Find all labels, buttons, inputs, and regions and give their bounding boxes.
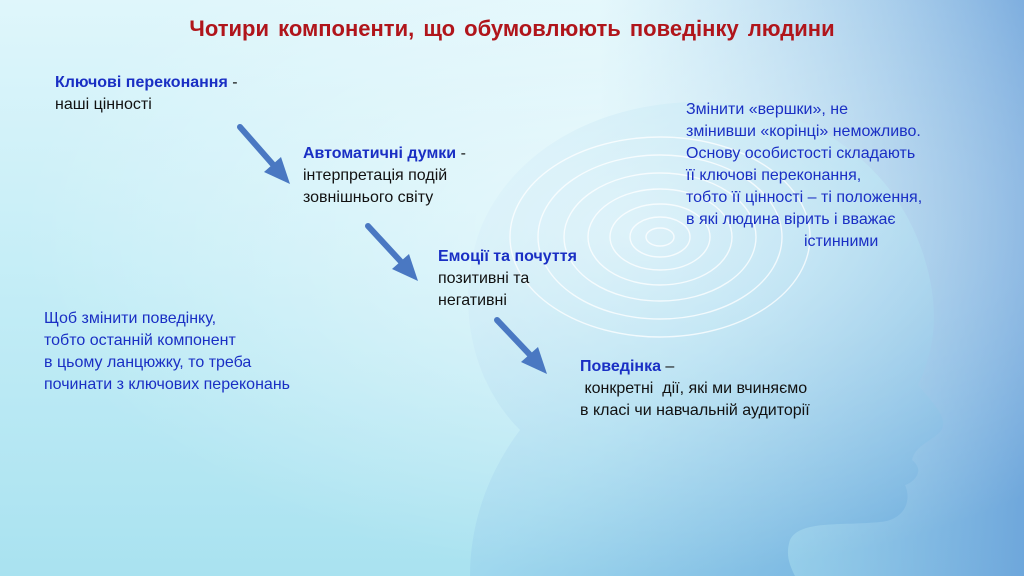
step-desc: наші цінності — [55, 96, 152, 113]
chain-step-key-beliefs: Ключові переконання - наші цінності — [55, 72, 238, 116]
left-note-line: в цьому ланцюжку, то треба — [44, 354, 252, 371]
step-desc: інтерпретація подій — [303, 167, 448, 184]
step-term: Ключові переконання — [55, 74, 228, 91]
right-note-line: Основу особистості складають — [686, 145, 916, 162]
step-term: Поведінка — [580, 358, 661, 375]
step-separator: – — [660, 358, 675, 375]
step-term: Автоматичні думки — [303, 145, 457, 162]
left-note-line: Щоб змінити поведінку, — [44, 310, 217, 327]
right-note-line: змінивши «корінці» неможливо. — [686, 123, 921, 140]
chain-step-behavior: Поведінка – конкретні дії, які ми вчиняє… — [580, 356, 810, 422]
right-note-line: тобто її цінності – ті положення, — [686, 189, 923, 206]
step-desc: негативні — [438, 292, 507, 309]
right-note-line: істинними — [804, 233, 879, 250]
right-note-line: її ключові переконання, — [686, 167, 862, 184]
right-note: Змінити «вершки», не змінивши «корінці» … — [686, 99, 922, 253]
arrow-down-right-icon — [494, 317, 547, 374]
arrow-down-right-icon — [237, 124, 290, 184]
right-note-line: в які людина вірить і вважає — [686, 211, 896, 228]
step-desc: позитивні та — [438, 270, 530, 287]
chain-step-automatic-thoughts: Автоматичні думки - інтерпретація подій … — [303, 143, 466, 209]
left-note: Щоб змінити поведінку, тобто останній ко… — [44, 308, 290, 396]
step-term: Емоції та почуття — [438, 248, 577, 265]
step-separator: - — [456, 145, 466, 162]
concentric-rings-icon — [509, 136, 811, 338]
chain-step-emotions: Емоції та почуття позитивні та негативні — [438, 246, 577, 312]
left-note-line: тобто останній компонент — [44, 332, 236, 349]
left-note-line: починати з ключових переконань — [44, 376, 290, 393]
step-desc: конкретні дії, які ми вчиняємо — [580, 380, 808, 397]
step-separator: - — [227, 74, 238, 91]
page-title: Чотири компоненти, що обумовлюють поведі… — [189, 16, 835, 41]
step-desc: в класі чи навчальній аудиторії — [580, 402, 810, 419]
arrow-down-right-icon — [365, 223, 418, 281]
step-desc: зовнішнього світу — [303, 189, 434, 206]
right-note-line: Змінити «вершки», не — [686, 101, 849, 118]
